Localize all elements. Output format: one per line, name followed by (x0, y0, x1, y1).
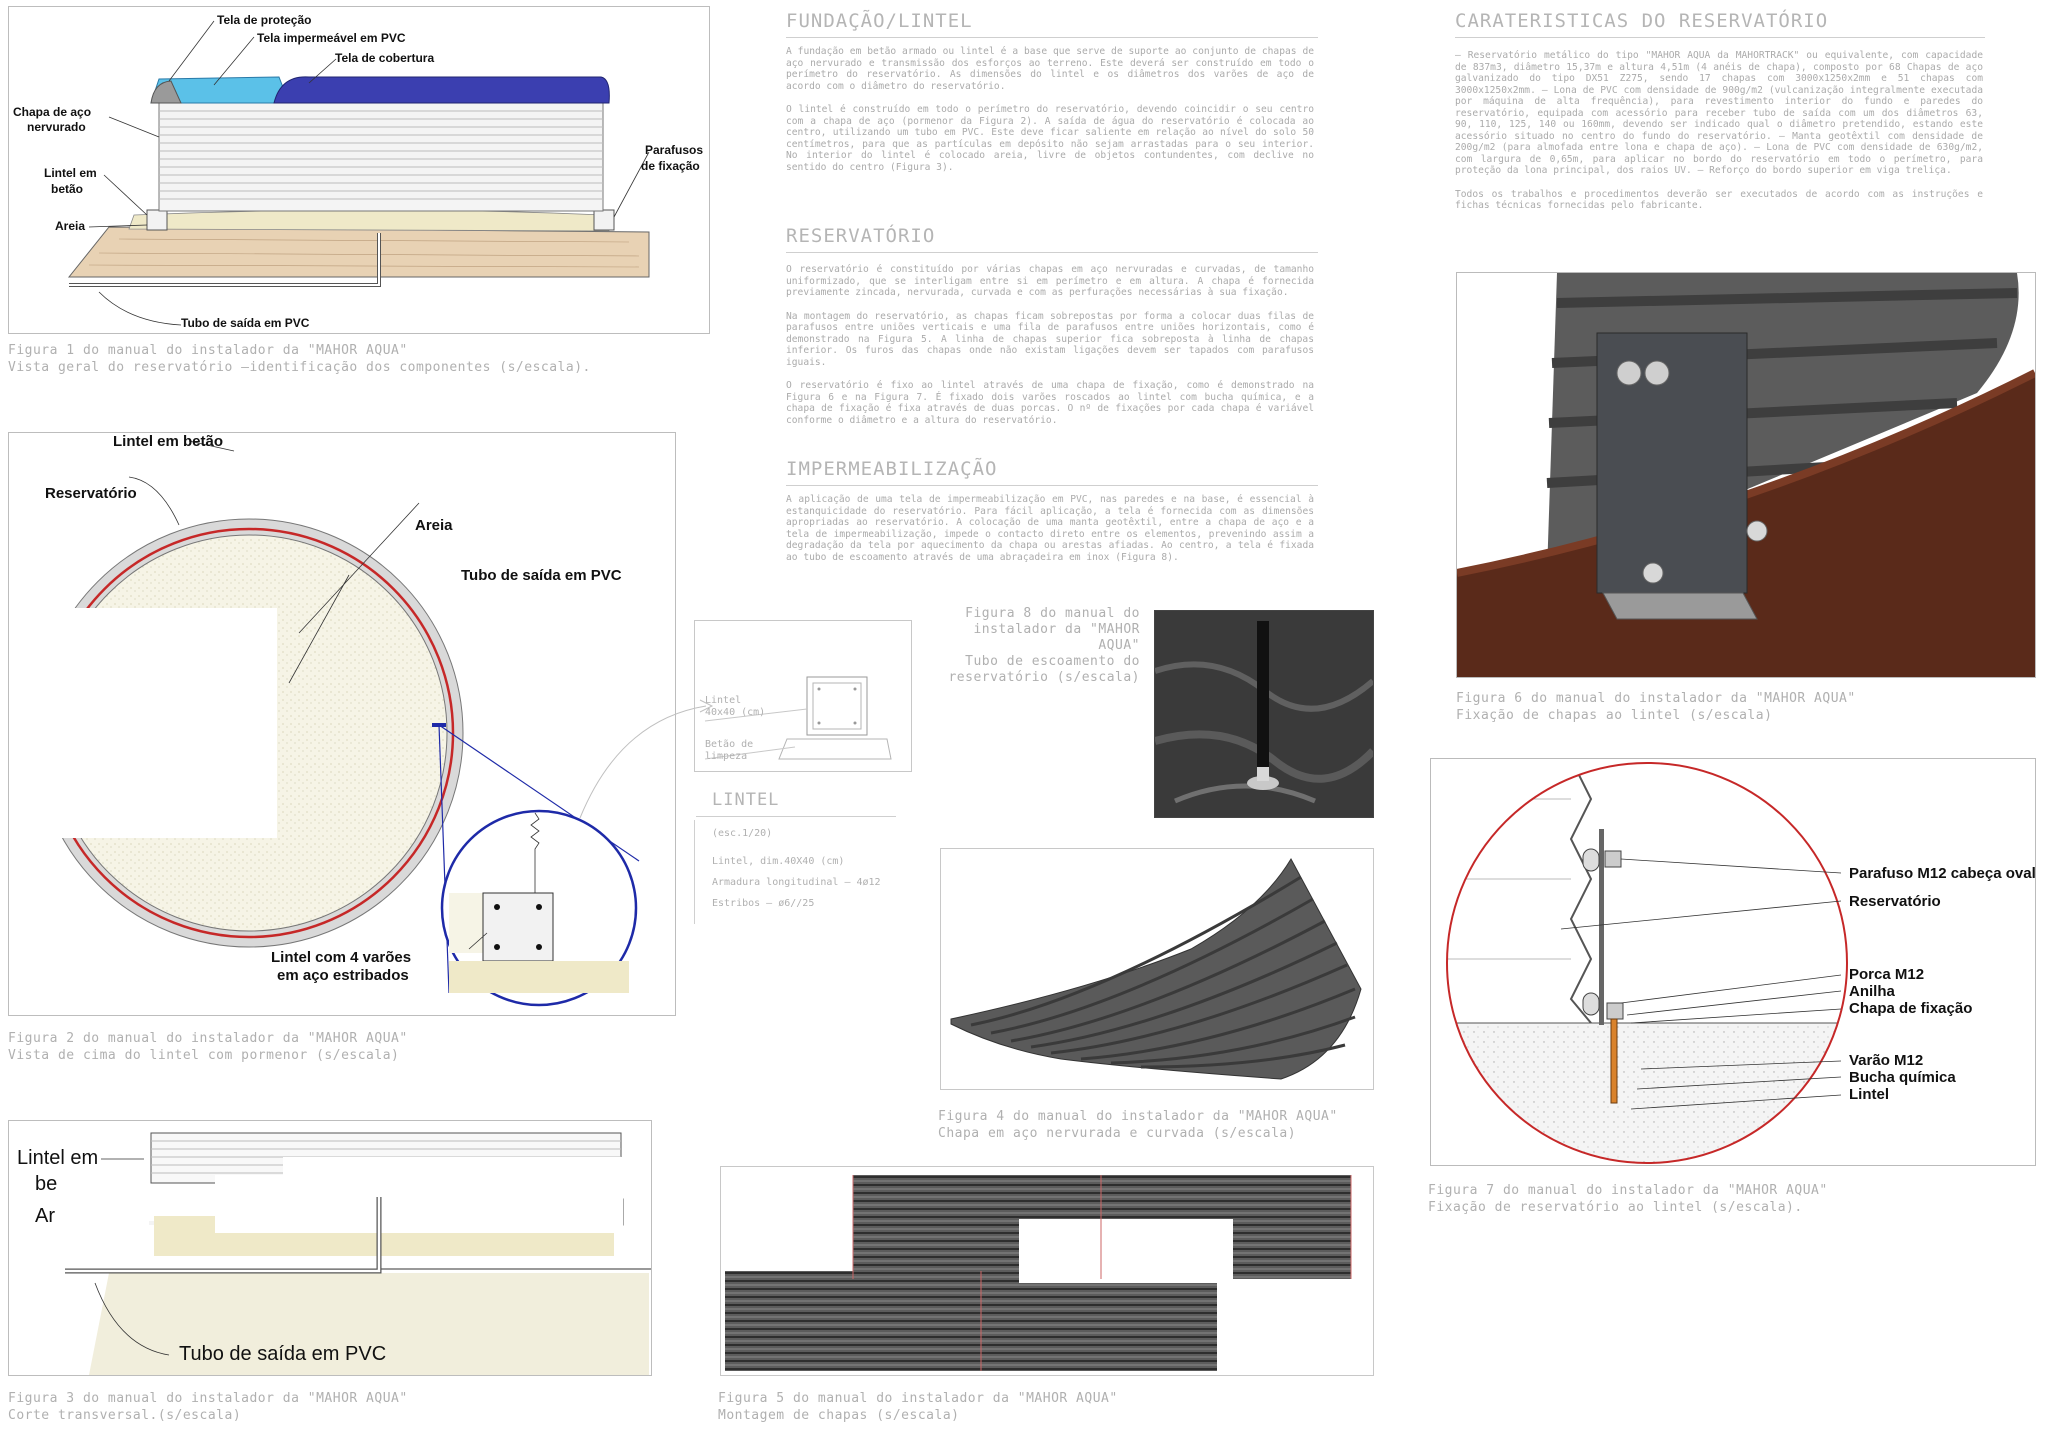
fig7-label-parafuso: Parafuso M12 cabeça oval (1849, 865, 2036, 882)
fig3-caption-1: Figura 3 do manual do instalador da "MAH… (8, 1391, 408, 1406)
fig7-label-bucha: Bucha química (1849, 1069, 1956, 1086)
reservatorio-p1: O reservatório é constituído por várias … (786, 264, 1314, 298)
figure-1-drawing (67, 20, 650, 326)
fig8-caption-3: Tubo de escoamento do (965, 654, 1140, 669)
fig7-label-chapa: Chapa de fixação (1849, 1000, 1973, 1017)
figure-6-render (1456, 272, 2036, 678)
fig4-caption-1: Figura 4 do manual do instalador da "MAH… (938, 1109, 1338, 1124)
lintel-spec-4: Estribos – ø6//25 (712, 898, 815, 909)
figure-3-panel: Lintel em be Ar Tubo de saída em PVC (8, 1120, 652, 1376)
reservatorio-rule (786, 252, 1318, 253)
caracteristicas-title: CARATERISTICAS DO RESERVATÓRIO (1455, 10, 1829, 32)
fig4-drawing (950, 857, 1362, 1080)
fig5-caption-2: Montagem de chapas (s/escala) (718, 1408, 960, 1423)
caracteristicas-p2: Todos os trabalhos e procedimentos dever… (1455, 188, 1983, 212)
fig7-label-anilha: Anilha (1849, 983, 1895, 1000)
figure-3-drawing (65, 1132, 651, 1375)
fig6-drawing (1457, 273, 2035, 677)
fig2-label-tubo: Tubo de saída em PVC (461, 567, 622, 584)
fig1-label-tela-pvc: Tela impermeável em PVC (257, 31, 406, 45)
fig5-caption-1: Figura 5 do manual do instalador da "MAH… (718, 1391, 1118, 1406)
figure-5-panel (720, 1166, 1374, 1376)
fig1-label-parafusos-1: Parafusos (645, 143, 704, 157)
figure-8-photo (1154, 610, 1374, 818)
fig8-caption-2: instalador da "MAHOR AQUA" (973, 622, 1140, 653)
figure-2-drawing (9, 440, 640, 1007)
reservatorio-p3: O reservatório é fixo ao lintel através … (786, 380, 1314, 426)
fig3-label-lintel-2: be (35, 1173, 58, 1195)
fig1-label-tela-protecao: Tela de proteção (217, 13, 312, 27)
fig5-drawing (725, 1175, 1352, 1371)
caracteristicas-text: – Reservatório metálico do tipo "MAHOR A… (1455, 50, 1983, 224)
fig2-label-lintel: Lintel em betão (113, 433, 224, 450)
fig8-drawing (1155, 611, 1373, 817)
fig1-label-tela-cobertura: Tela de cobertura (335, 51, 435, 65)
lintel-detail-label-2: 40x40 (cm) (705, 707, 766, 718)
lintel-title: LINTEL (712, 790, 780, 810)
fig1-label-chapa-1: Chapa de aço (13, 105, 92, 119)
fig3-caption-2: Corte transversal.(s/escala) (8, 1408, 242, 1423)
figure-2-panel: Lintel em betão Reservatório Areia Tubo … (8, 432, 676, 1016)
lintel-spec-2: Lintel, dim.40X40 (cm) (712, 856, 845, 867)
fig2-label-areia: Areia (415, 517, 453, 534)
lintel-detail-panel: Lintel 40x40 (cm) Betão de limpeza (694, 620, 912, 772)
fig1-label-chapa-2: nervurado (27, 120, 86, 134)
fig7-caption-1: Figura 7 do manual do instalador da "MAH… (1428, 1183, 1828, 1198)
fundacao-p1: A fundação em betão armado ou lintel é a… (786, 46, 1314, 92)
lintel-spec-3: Armadura longitudinal – 4ø12 (712, 877, 881, 888)
fig2-label-reservatorio: Reservatório (45, 485, 137, 502)
fig7-caption-2: Fixação de reservatório ao lintel (s/esc… (1428, 1200, 1803, 1215)
lintel-spec-1: (esc.1/20) (712, 828, 773, 839)
fig3-label-areia: Ar (35, 1205, 55, 1227)
reservatorio-p2: Na montagem do reservatório, as chapas f… (786, 310, 1314, 368)
fig7-label-lintel: Lintel (1849, 1086, 1889, 1103)
lintel-vrule (694, 820, 695, 924)
lintel-detail-label-1: Lintel (705, 695, 742, 706)
impermeabilizacao-text: A aplicação de uma tela de impermeabiliz… (786, 494, 1314, 575)
fundacao-p2: O lintel é construído em todo o perímetr… (786, 104, 1314, 173)
lintel-detail-drawing (704, 676, 892, 760)
lintel-rule (696, 816, 896, 817)
fig8-caption: Figura 8 do manual do instalador da "MAH… (940, 606, 1140, 686)
fig3-label-tubo: Tubo de saída em PVC (179, 1343, 387, 1365)
impermeabilizacao-p1: A aplicação de uma tela de impermeabiliz… (786, 494, 1314, 563)
lintel-detail-betao-1: Betão de (705, 739, 754, 750)
fig7-label-reservatorio: Reservatório (1849, 893, 1941, 910)
figure-4-panel (940, 848, 1374, 1090)
fig2-caption-1: Figura 2 do manual do instalador da "MAH… (8, 1031, 408, 1046)
fig2-label-detalhe-2: em aço estribados (277, 967, 409, 984)
fig6-caption-1: Figura 6 do manual do instalador da "MAH… (1456, 691, 1856, 706)
fig6-caption-2: Fixação de chapas ao lintel (s/escala) (1456, 708, 1773, 723)
caracteristicas-p1: – Reservatório metálico do tipo "MAHOR A… (1455, 50, 1983, 176)
fig7-label-varao: Varão M12 (1849, 1052, 1924, 1069)
fig1-label-tubo: Tubo de saída em PVC (181, 316, 310, 330)
figure-7-panel: Parafuso M12 cabeça oval Reservatório Po… (1430, 758, 2036, 1166)
fundacao-title: FUNDAÇÃO/LINTEL (786, 10, 973, 32)
reservatorio-text: O reservatório é constituído por várias … (786, 264, 1314, 438)
fig3-label-lintel-1: Lintel em (17, 1147, 99, 1169)
fig1-label-lintel-1: Lintel em (44, 166, 97, 180)
fig2-label-detalhe-1: Lintel com 4 varões (271, 949, 412, 966)
fundacao-text: A fundação em betão armado ou lintel é a… (786, 46, 1314, 185)
fig7-label-porca: Porca M12 (1849, 966, 1925, 983)
fig1-caption-1: Figura 1 do manual do instalador da "MAH… (8, 343, 408, 358)
fig8-caption-4: reservatório (s/escala) (948, 670, 1140, 685)
fig1-label-parafusos-2: de fixação (641, 159, 700, 173)
fig1-caption-2: Vista geral do reservatório –identificaç… (8, 360, 591, 375)
impermeabilizacao-rule (786, 485, 1318, 486)
figure-1-panel: Tela de proteção Tela impermeável em PVC… (8, 6, 710, 334)
lintel-detail-betao-2: limpeza (705, 751, 748, 762)
fig4-caption-2: Chapa em aço nervurada e curvada (s/esca… (938, 1126, 1297, 1141)
reservatorio-title: RESERVATÓRIO (786, 225, 936, 247)
fundacao-rule (786, 37, 1318, 38)
fig8-caption-1: Figura 8 do manual do (965, 606, 1140, 621)
caracteristicas-rule (1455, 37, 1985, 38)
fig2-caption-2: Vista de cima do lintel com pormenor (s/… (8, 1048, 400, 1063)
impermeabilizacao-title: IMPERMEABILIZAÇÃO (786, 458, 998, 480)
fig1-label-lintel-2: betão (51, 182, 84, 196)
fig1-label-areia: Areia (55, 219, 86, 233)
fig7-drawing (1446, 762, 1848, 1164)
